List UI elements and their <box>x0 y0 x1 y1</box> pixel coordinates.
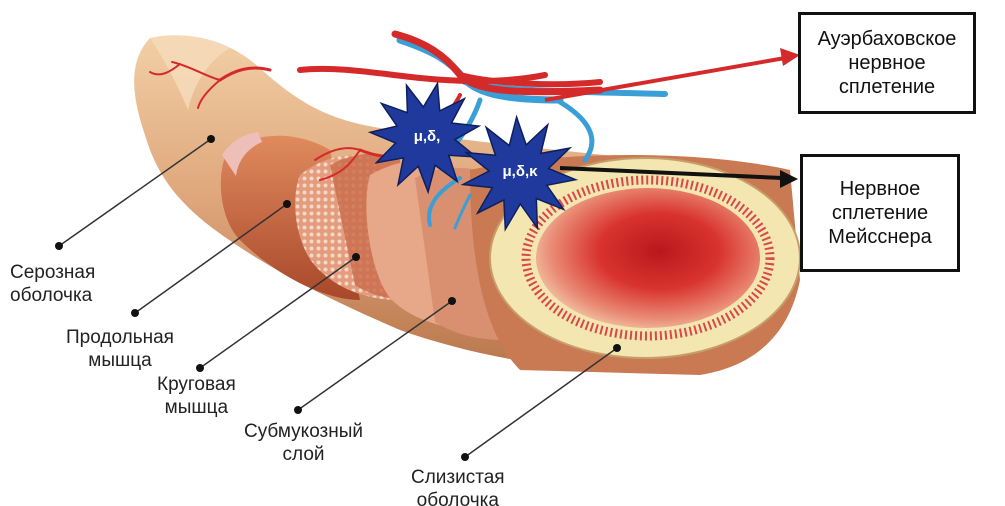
auerbach-arrow <box>545 48 800 100</box>
auerbach-line-3: сплетение <box>801 75 973 99</box>
meissner-line-3: Мейсснера <box>803 225 957 249</box>
meissner-line-1: Нервное <box>803 177 957 201</box>
receptor-star-lower-label: μ,δ,κ <box>503 163 539 180</box>
meissner-plexus-box: Нервное сплетение Мейсснера <box>800 154 960 272</box>
auerbach-line-1: Ауэрбаховское <box>801 27 973 51</box>
auerbach-line-2: нервное <box>801 51 973 75</box>
receptor-star-upper-label: μ,δ, <box>414 128 441 145</box>
meissner-line-2: сплетение <box>803 201 957 225</box>
auerbach-plexus-box: Ауэрбаховское нервное сплетение <box>798 12 976 114</box>
lumen <box>536 188 760 328</box>
